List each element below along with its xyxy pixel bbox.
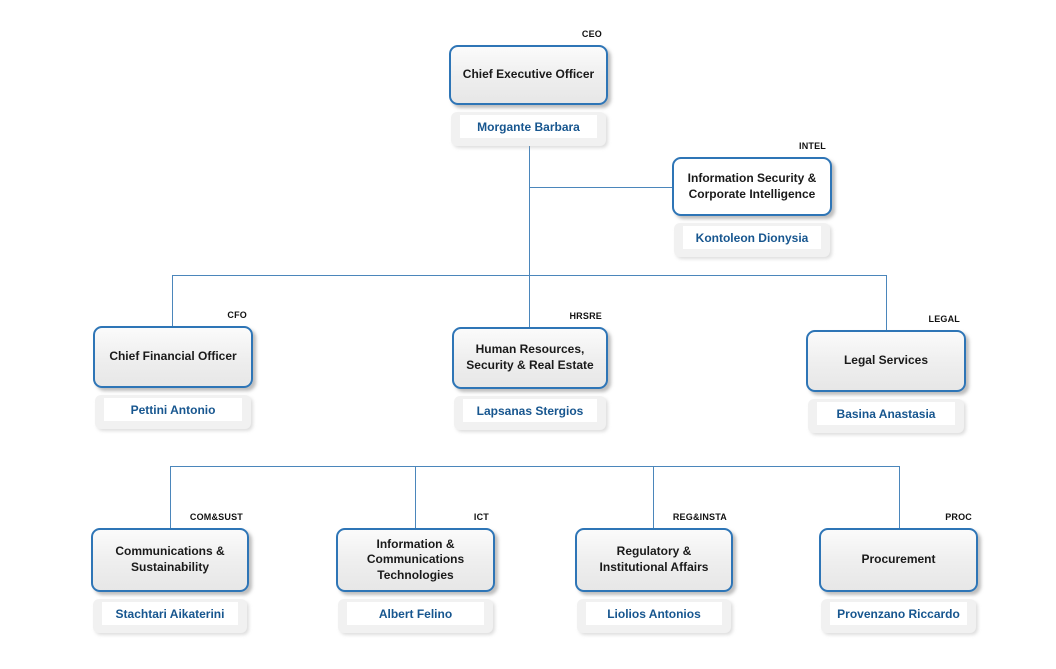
node-title-intel: Information Security & Corporate Intelli… — [687, 170, 817, 201]
node-box-comsust[interactable]: Communications & Sustainability — [91, 528, 249, 592]
org-node-intel: INTEL Information Security & Corporate I… — [672, 141, 832, 257]
org-node-ceo: CEO Chief Executive Officer Morgante Bar… — [449, 29, 608, 146]
node-title-legal: Legal Services — [843, 353, 929, 368]
person-name-reginsta: Liolios Antonios — [607, 606, 701, 621]
person-name-intel: Kontoleon Dionysia — [695, 230, 809, 245]
node-tag-intel: INTEL — [799, 141, 826, 151]
node-tag-proc: PROC — [945, 512, 972, 522]
node-box-legal[interactable]: Legal Services — [806, 330, 966, 392]
node-box-hrsre[interactable]: Human Resources, Security & Real Estate — [452, 327, 608, 389]
node-title-ict: Information & Communications Technologie… — [366, 536, 465, 582]
org-node-proc: PROC Procurement Provenzano Riccardo — [819, 512, 978, 633]
node-box-proc[interactable]: Procurement — [819, 528, 978, 592]
nameplate-hrsre: Lapsanas Stergios — [454, 396, 606, 430]
connector-drop-comsust — [170, 466, 171, 528]
node-title-reginsta: Regulatory & Institutional Affairs — [599, 544, 709, 574]
node-box-reginsta[interactable]: Regulatory & Institutional Affairs — [575, 528, 733, 592]
node-title-cfo: Chief Financial Officer — [109, 349, 237, 364]
connector-drop-legal — [886, 275, 887, 330]
node-box-ceo[interactable]: Chief Executive Officer — [449, 45, 608, 105]
node-box-cfo[interactable]: Chief Financial Officer — [93, 326, 253, 388]
org-node-legal: LEGAL Legal Services Basina Anastasia — [806, 314, 966, 433]
nameplate-cfo: Pettini Antonio — [95, 395, 251, 429]
connector-tier2-horizontal — [170, 466, 900, 467]
connector-to-intel — [529, 187, 672, 188]
node-tag-cfo: CFO — [227, 310, 247, 320]
org-node-hrsre: HRSRE Human Resources, Security & Real E… — [452, 311, 608, 430]
node-tag-legal: LEGAL — [928, 314, 960, 324]
connector-ceo-down — [529, 146, 530, 275]
node-title-comsust: Communications & Sustainability — [115, 544, 225, 574]
person-name-hrsre: Lapsanas Stergios — [476, 403, 584, 418]
node-tag-comsust: COM&SUST — [189, 512, 243, 522]
node-title-ceo: Chief Executive Officer — [462, 67, 595, 82]
node-tag-ceo: CEO — [581, 29, 602, 39]
org-node-cfo: CFO Chief Financial Officer Pettini Anto… — [93, 310, 253, 429]
nameplate-comsust: Stachtari Aikaterini — [93, 599, 247, 633]
node-box-ict[interactable]: Information & Communications Technologie… — [336, 528, 495, 592]
node-title-hrsre: Human Resources, Security & Real Estate — [466, 342, 594, 372]
connector-drop-ict — [415, 466, 416, 528]
connector-drop-proc — [899, 466, 900, 528]
person-name-comsust: Stachtari Aikaterini — [115, 606, 225, 621]
nameplate-proc: Provenzano Riccardo — [821, 599, 976, 633]
node-title-proc: Procurement — [861, 552, 936, 567]
person-name-cfo: Pettini Antonio — [130, 402, 216, 417]
person-name-ict: Albert Felino — [378, 606, 453, 621]
org-node-comsust: COM&SUST Communications & Sustainability… — [91, 512, 249, 633]
node-tag-ict: ICT — [473, 512, 489, 522]
node-tag-reginsta: REG&INSTA — [672, 512, 727, 522]
person-name-proc: Provenzano Riccardo — [837, 606, 960, 621]
nameplate-intel: Kontoleon Dionysia — [674, 223, 830, 257]
nameplate-ict: Albert Felino — [338, 599, 493, 633]
nameplate-legal: Basina Anastasia — [808, 399, 964, 433]
connector-drop-cfo — [172, 275, 173, 326]
org-node-ict: ICT Information & Communications Technol… — [336, 512, 495, 633]
person-name-legal: Basina Anastasia — [836, 406, 936, 421]
connector-drop-reginsta — [653, 466, 654, 528]
nameplate-ceo: Morgante Barbara — [451, 112, 606, 146]
nameplate-reginsta: Liolios Antonios — [577, 599, 731, 633]
node-box-intel[interactable]: Information Security & Corporate Intelli… — [672, 157, 832, 216]
person-name-ceo: Morgante Barbara — [477, 119, 580, 134]
connector-drop-hrsre — [529, 275, 530, 327]
node-tag-hrsre: HRSRE — [569, 311, 602, 321]
org-node-reginsta: REG&INSTA Regulatory & Institutional Aff… — [575, 512, 733, 633]
